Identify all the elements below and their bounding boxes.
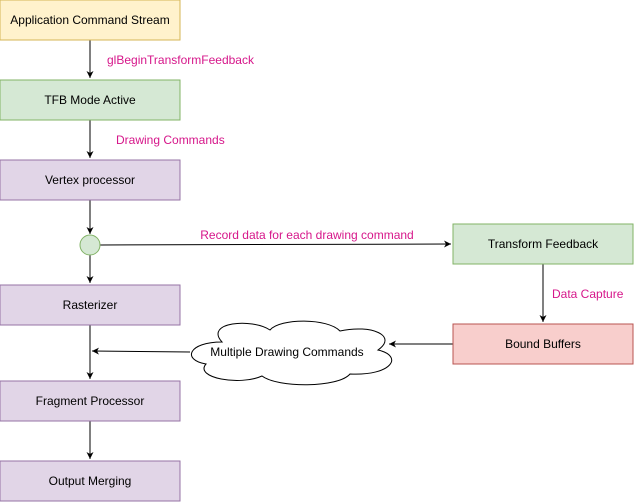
node-label-rasterizer: Rasterizer bbox=[63, 298, 118, 312]
edge-junction-to-transform-feedback bbox=[99, 240, 452, 248]
node-label-tfb-mode-active: TFB Mode Active bbox=[44, 93, 136, 107]
node-rasterizer: Rasterizer bbox=[0, 284, 181, 326]
cloud-shape bbox=[191, 320, 392, 386]
node-transform-feedback: Transform Feedback bbox=[452, 223, 634, 265]
node-label-vertex-processor: Vertex processor bbox=[45, 173, 135, 187]
node-fragment-processor: Fragment Processor bbox=[0, 380, 181, 422]
edge-labels: glBeginTransformFeedback Drawing Command… bbox=[107, 53, 624, 301]
node-output-merging: Output Merging bbox=[0, 460, 181, 502]
node-label-multiple-drawing-commands: Multiple Drawing Commands bbox=[210, 345, 363, 359]
edge-label-drawing-commands: Drawing Commands bbox=[116, 133, 225, 147]
node-application-command-stream: Application Command Stream bbox=[0, 0, 181, 41]
edges bbox=[86, 40, 547, 459]
junction-point bbox=[79, 234, 101, 256]
node-label-bound-buffers: Bound Buffers bbox=[505, 337, 581, 351]
node-label-transform-feedback: Transform Feedback bbox=[488, 237, 599, 251]
node-vertex-processor: Vertex processor bbox=[0, 159, 181, 201]
node-label-output-merging: Output Merging bbox=[49, 474, 132, 488]
node-label-fragment-processor: Fragment Processor bbox=[36, 394, 145, 408]
edge-label-record-data: Record data for each drawing command bbox=[200, 228, 413, 242]
node-cloud-multiple-drawing-commands: Multiple Drawing Commands bbox=[191, 320, 392, 386]
node-label-application-command-stream: Application Command Stream bbox=[10, 13, 169, 27]
edge-label-begin-tfb: glBeginTransformFeedback bbox=[107, 53, 255, 67]
edge-label-data-capture: Data Capture bbox=[552, 287, 624, 301]
node-bound-buffers: Bound Buffers bbox=[452, 323, 634, 365]
edge-cloud-to-rasterizer-line bbox=[91, 347, 191, 355]
node-tfb-mode-active: TFB Mode Active bbox=[0, 79, 181, 121]
